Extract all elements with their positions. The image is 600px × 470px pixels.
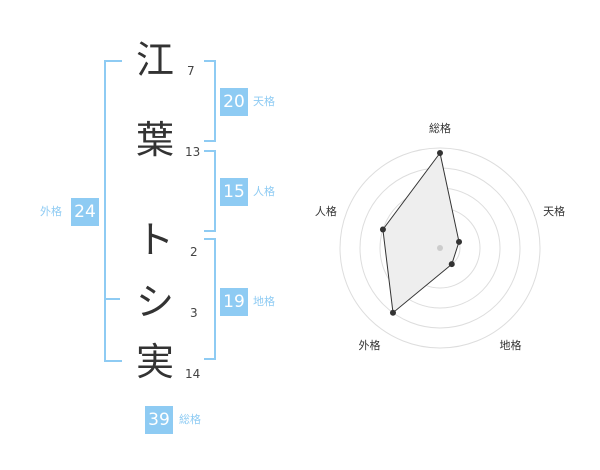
radar-axis-label: 人格 (315, 204, 337, 218)
jinkaku-label: 人格 (253, 185, 275, 198)
radar-data-points (379, 150, 463, 316)
radar-ring (339, 147, 541, 349)
radar-axis-label: 地格 (500, 338, 522, 352)
gaikaku-bracket-divider (104, 298, 120, 300)
tenkaku-label: 天格 (253, 95, 275, 108)
name-char-4: シ (135, 280, 174, 324)
name-char-1: 江 (135, 38, 174, 82)
radar-axis-label: 総格 (429, 121, 451, 135)
radar-point (389, 309, 396, 316)
name-char-2: 葉 (135, 118, 174, 162)
radar-data-polygon (382, 151, 460, 314)
name-char-5: 実 (135, 340, 174, 384)
radar-point (448, 261, 455, 268)
jinkaku-bracket (204, 150, 216, 232)
chikaku-bracket (204, 238, 216, 360)
tenkaku-value-badge: 20 (220, 88, 248, 116)
gaikaku-value-badge: 24 (71, 198, 99, 226)
soukaku-value-badge: 39 (145, 406, 173, 434)
stroke-count-1: 7 (187, 64, 195, 78)
radar-center-dot (437, 245, 443, 251)
chikaku-label: 地格 (253, 295, 275, 308)
stroke-count-4: 3 (190, 306, 198, 320)
radar-axis-label: 外格 (358, 338, 380, 352)
radar-axis-label: 天格 (543, 204, 565, 218)
gaikaku-bracket (104, 60, 122, 362)
gaikaku-label: 外格 (40, 205, 62, 218)
soukaku-label: 総格 (179, 413, 201, 426)
radar-point (437, 150, 443, 156)
chikaku-value-badge: 19 (220, 288, 248, 316)
jinkaku-value-badge: 15 (220, 178, 248, 206)
stroke-count-5: 14 (185, 367, 201, 381)
stroke-count-2: 13 (185, 145, 201, 159)
tenkaku-bracket (204, 60, 216, 142)
radar-point (456, 238, 463, 245)
name-char-3: ト (135, 218, 174, 262)
radar-point (379, 226, 386, 233)
stroke-count-3: 2 (190, 245, 198, 259)
